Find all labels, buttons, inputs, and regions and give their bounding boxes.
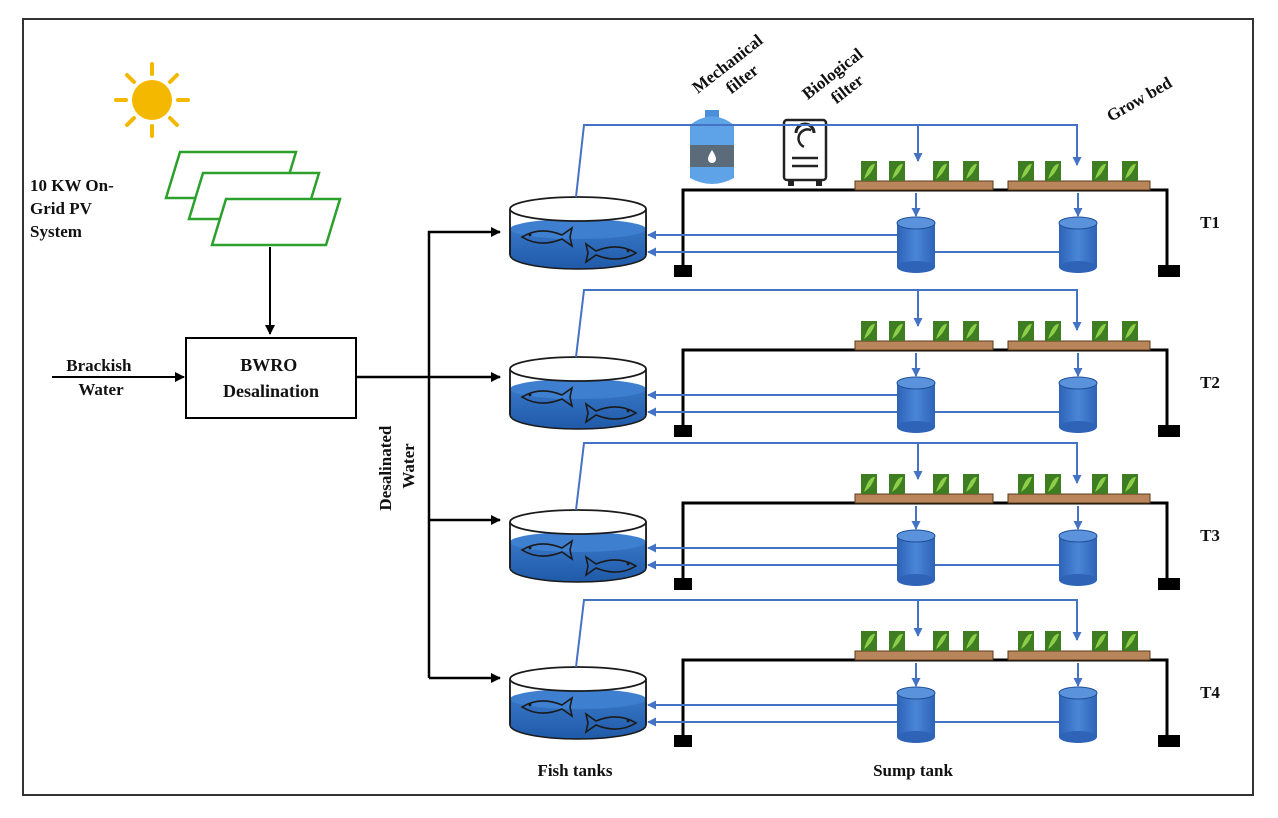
sump-tank-label: Sump tank: [873, 761, 953, 780]
plant-icon: [1122, 321, 1138, 341]
grow-bed-icon: [854, 631, 994, 661]
sump-tank-icon: [896, 529, 936, 586]
fish-icon: [584, 242, 638, 264]
plant-icon: [1122, 161, 1138, 181]
desalinated-water-distribution: [356, 227, 501, 683]
plant-icon: [1045, 474, 1061, 494]
fish-tank-icon: [509, 196, 647, 270]
tier-row: T3: [509, 442, 1220, 590]
plant-icon: [963, 631, 979, 651]
plant-icon: [889, 631, 905, 651]
fish-tank-icon: [509, 666, 647, 740]
biological-filter-icon: [782, 118, 828, 186]
plant-icon: [933, 161, 949, 181]
pv-panel-icon: [164, 150, 342, 247]
grow-bed-icon: [1007, 631, 1151, 661]
bwro-desalination-box: [185, 337, 357, 419]
fish-icon: [520, 386, 574, 408]
plant-icon: [933, 474, 949, 494]
plant-icon: [1018, 631, 1034, 651]
plant-icon: [933, 631, 949, 651]
plant-icon: [1018, 321, 1034, 341]
tier-row: T2: [509, 289, 1220, 437]
grow-bed-icon: [1007, 321, 1151, 351]
tier-label: T1: [1200, 213, 1220, 232]
plant-icon: [1045, 161, 1061, 181]
fish-icon: [520, 696, 574, 718]
plant-icon: [889, 161, 905, 181]
plant-icon: [1092, 474, 1108, 494]
sump-tank-icon: [1058, 216, 1098, 273]
plant-icon: [861, 161, 877, 181]
pv-system-label: 10 KW On- Grid PV System: [30, 176, 118, 241]
fish-icon: [584, 712, 638, 734]
sump-tank-icon: [1058, 686, 1098, 743]
grow-bed-icon: [854, 321, 994, 351]
bwro-label: BWRO Desalination: [223, 355, 319, 401]
mechanical-filter-icon: [690, 110, 734, 184]
plant-icon: [1122, 474, 1138, 494]
fish-icon: [584, 402, 638, 424]
plant-icon: [1092, 161, 1108, 181]
tier-row: T4: [509, 599, 1220, 747]
frame-foot: [1158, 425, 1180, 437]
plant-icon: [1018, 161, 1034, 181]
water-loop-line: [575, 442, 1082, 511]
plant-icon: [963, 161, 979, 181]
grow-bed-label: Grow bed: [1103, 73, 1175, 126]
frame-foot: [674, 265, 692, 277]
frame-foot: [1158, 265, 1180, 277]
grow-bed-icon: [1007, 474, 1151, 504]
brackish-water-label: Brackish Water: [66, 356, 135, 399]
plant-icon: [889, 474, 905, 494]
tier-label: T4: [1200, 683, 1220, 702]
sun-icon: [114, 62, 190, 138]
sump-tank-icon: [896, 686, 936, 743]
sump-tank-icon: [896, 376, 936, 433]
plant-icon: [861, 474, 877, 494]
fish-tank-icon: [509, 356, 647, 430]
fish-tanks-label: Fish tanks: [537, 761, 612, 780]
frame-foot: [674, 735, 692, 747]
grow-bed-icon: [1007, 161, 1151, 191]
tier-row: T1: [509, 124, 1220, 277]
biological-filter-label: Biological filter: [798, 42, 883, 120]
plant-icon: [1018, 474, 1034, 494]
sump-tank-icon: [896, 216, 936, 273]
plant-icon: [1092, 631, 1108, 651]
plant-icon: [1092, 321, 1108, 341]
frame-foot: [1158, 578, 1180, 590]
frame-foot: [674, 578, 692, 590]
plant-icon: [861, 631, 877, 651]
tier-label: T3: [1200, 526, 1220, 545]
desalinated-water-label: Desalinated Water: [376, 421, 418, 510]
water-loop-line: [575, 124, 1082, 198]
plant-icon: [933, 321, 949, 341]
tier-label: T2: [1200, 373, 1220, 392]
sump-tank-icon: [1058, 529, 1098, 586]
plant-icon: [1122, 631, 1138, 651]
grow-bed-icon: [854, 474, 994, 504]
plant-icon: [861, 321, 877, 341]
plant-icon: [889, 321, 905, 341]
fish-tank-icon: [509, 509, 647, 583]
grow-bed-icon: [854, 161, 994, 191]
fish-icon: [520, 539, 574, 561]
frame-foot: [674, 425, 692, 437]
frame-foot: [1158, 735, 1180, 747]
mechanical-filter-label: Mechanical filter: [689, 28, 783, 114]
diagram-frame: [22, 18, 1254, 796]
water-loop-line: [575, 289, 1082, 358]
plant-icon: [1045, 631, 1061, 651]
fish-icon: [520, 226, 574, 248]
sump-tank-icon: [1058, 376, 1098, 433]
water-loop-line: [575, 599, 1082, 668]
plant-icon: [1045, 321, 1061, 341]
fish-icon: [584, 555, 638, 577]
plant-icon: [963, 321, 979, 341]
plant-icon: [963, 474, 979, 494]
